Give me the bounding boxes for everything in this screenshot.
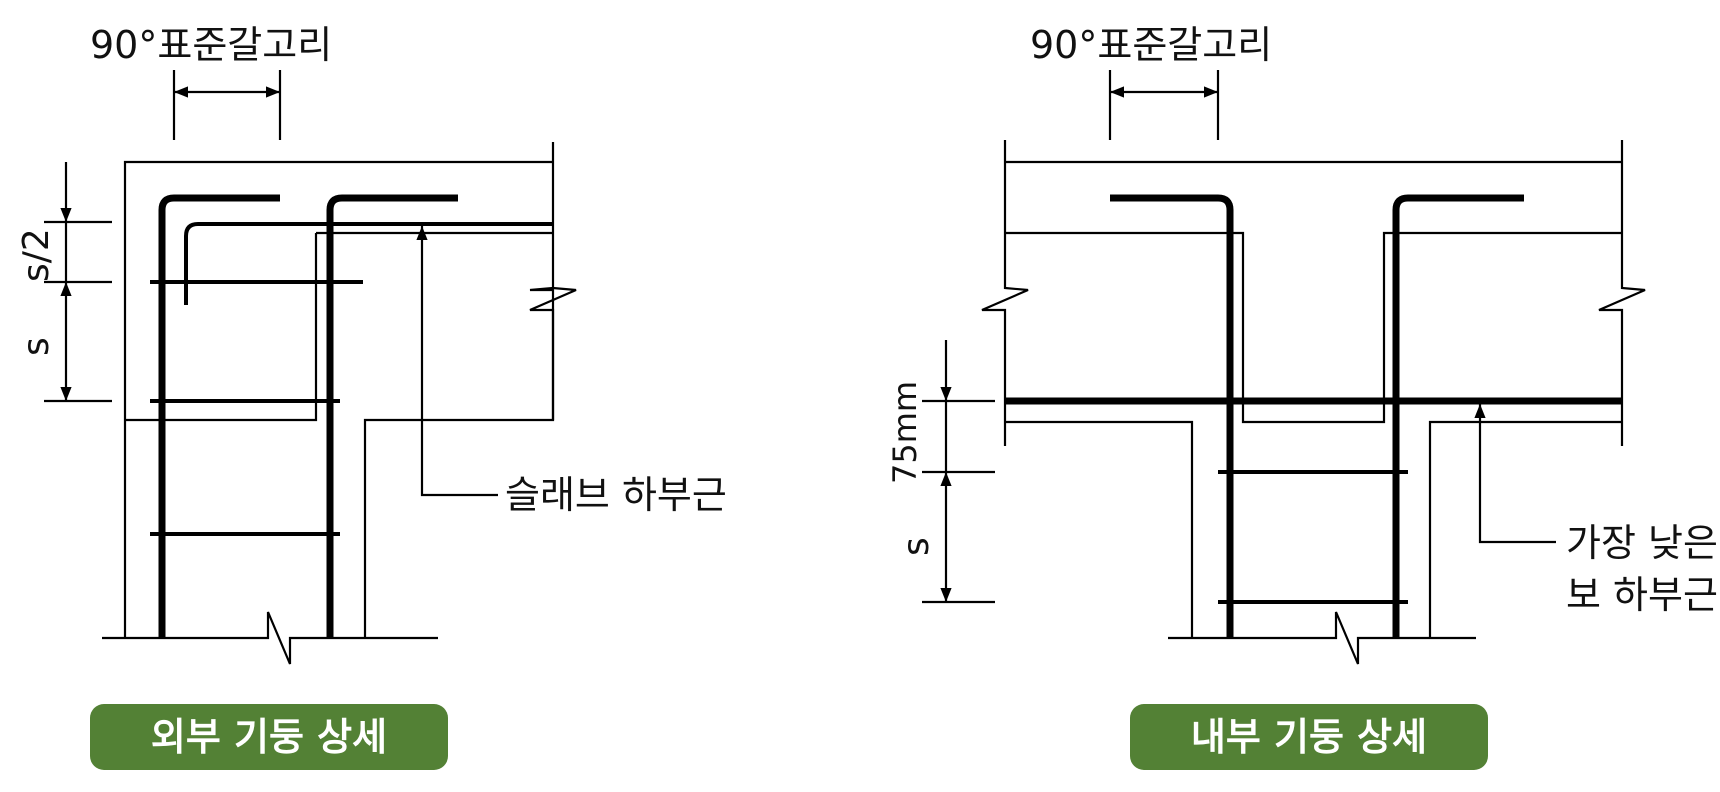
- exterior-dim-half-spacing: s/2: [16, 228, 57, 282]
- exterior-slab-break: [529, 286, 577, 420]
- exterior-concrete-outline: [123, 142, 555, 638]
- exterior-base-break-line: [102, 611, 438, 665]
- exterior-dim-spacing: s: [16, 337, 57, 356]
- interior-hook-label: 90°표준갈고리: [1030, 23, 1272, 67]
- exterior-slab-bottom-bar: [184, 222, 553, 305]
- exterior-caption-text: 외부 기둥 상세: [151, 715, 387, 759]
- interior-base-break-line: [1168, 611, 1476, 665]
- exterior-hook-label: 90°표준갈고리: [90, 23, 332, 67]
- interior-dim-spacing: s: [896, 537, 937, 556]
- exterior-column-detail: 90°표준갈고리 s/2 s 슬래브 하부근 외부 기둥 상세: [16, 23, 727, 770]
- interior-caption-text: 내부 기둥 상세: [1191, 715, 1427, 759]
- exterior-column-bar-outer: [158, 194, 280, 638]
- exterior-slab-leader: [416, 226, 498, 497]
- interior-column-detail: 90°표준갈고리 75mm s 가장 낮은 보 하부근 내부 기둥 상세: [886, 23, 1718, 770]
- exterior-slab-label: 슬래브 하부근: [505, 473, 727, 517]
- interior-beam-leader: [1474, 404, 1556, 544]
- interior-beam-label-line1: 가장 낮은: [1566, 521, 1718, 565]
- interior-column-bar-right: [1392, 194, 1524, 638]
- interior-column-bar-left: [1110, 194, 1234, 638]
- interior-caption-badge: 내부 기둥 상세: [1130, 704, 1488, 770]
- exterior-caption-badge: 외부 기둥 상세: [90, 704, 448, 770]
- exterior-column-bar-inner: [326, 194, 458, 638]
- interior-beam-label-line2: 보 하부근: [1566, 573, 1718, 617]
- interior-dim-cover: 75mm: [886, 381, 924, 484]
- interior-slab-outline: [981, 140, 1646, 638]
